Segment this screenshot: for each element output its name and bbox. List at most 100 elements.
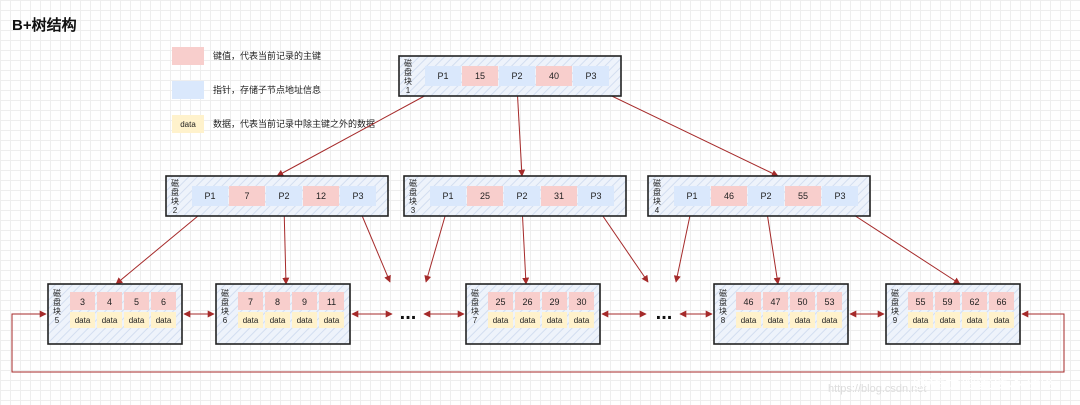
data-cell-label: data xyxy=(520,316,536,325)
data-cell xyxy=(97,312,122,328)
data-cell xyxy=(736,312,761,328)
data-cell-label: data xyxy=(574,316,590,325)
ellipsis-left: ... xyxy=(400,302,417,324)
key-cell xyxy=(542,292,567,310)
block-label-char: 盘 xyxy=(221,297,229,307)
block-label-char: 磁 xyxy=(221,288,229,298)
pointer-cell xyxy=(340,186,376,206)
pointer-cell xyxy=(430,186,466,206)
block-label-char: 盘 xyxy=(404,67,412,77)
key-cell xyxy=(785,186,821,206)
pointer-cell-label: P1 xyxy=(437,71,448,81)
legend: 键值，代表当前记录的主键 指针，存储子节点地址信息 data 数据，代表当前记录… xyxy=(172,47,375,133)
key-cell xyxy=(292,292,317,310)
key-cell xyxy=(467,186,503,206)
key-cell xyxy=(569,292,594,310)
key-cell-label: 55 xyxy=(798,191,808,201)
diagram-title: B+树结构 xyxy=(12,16,77,34)
key-cell xyxy=(515,292,540,310)
key-cell-label: 6 xyxy=(161,297,166,307)
edge-n3-p3 xyxy=(595,205,649,283)
data-cell-label: data xyxy=(324,316,340,325)
data-cell xyxy=(763,312,788,328)
key-cell-label: 31 xyxy=(554,191,564,201)
pointer-cell xyxy=(573,66,609,86)
legend-data-label: data xyxy=(180,120,196,129)
edge-n3-p1 xyxy=(424,205,449,283)
block-label-char: 块 xyxy=(719,306,727,316)
edge-n2-p3 xyxy=(357,205,391,283)
block-label-char: 块 xyxy=(653,196,661,206)
data-cell-label: data xyxy=(741,316,757,325)
data-cell-label: data xyxy=(243,316,259,325)
pointer-cell xyxy=(499,66,535,86)
pointer-cell-label: P3 xyxy=(352,191,363,201)
block-label-char: 盘 xyxy=(653,187,661,197)
edge-root-p1 xyxy=(276,85,444,177)
data-cell-label: data xyxy=(994,316,1010,325)
pointer-cell-label: P1 xyxy=(686,191,697,201)
data-cell xyxy=(790,312,815,328)
edge-n4-p2 xyxy=(765,205,781,285)
block-label-char: 块 xyxy=(404,76,412,86)
pointer-cell-label: P2 xyxy=(760,191,771,201)
edge-n4-p1 xyxy=(673,205,693,283)
key-cell xyxy=(536,66,572,86)
block-label-char: 盘 xyxy=(409,187,417,197)
ellipsis-right: ... xyxy=(656,302,673,324)
pointer-cell xyxy=(425,66,461,86)
pointer-cell-label: P3 xyxy=(590,191,601,201)
data-cell-label: data xyxy=(768,316,784,325)
data-cell xyxy=(70,312,95,328)
key-cell-label: 50 xyxy=(797,297,807,307)
key-cell-label: 12 xyxy=(316,191,326,201)
edge-root-p3 xyxy=(590,85,779,177)
block-label-char: 磁 xyxy=(471,288,479,298)
pointer-cell-label: P3 xyxy=(834,191,845,201)
key-cell xyxy=(124,292,149,310)
key-cell-label: 4 xyxy=(107,297,112,307)
key-cell-label: 11 xyxy=(327,297,336,307)
key-cell xyxy=(319,292,344,310)
pointer-cell-label: P2 xyxy=(516,191,527,201)
block-number: 6 xyxy=(223,316,228,325)
watermark-url: https://blog.csdn.net xyxy=(828,383,926,395)
data-cell-label: data xyxy=(129,316,145,325)
pointer-cell xyxy=(192,186,228,206)
edge-root-p2 xyxy=(516,85,526,177)
data-cell-label: data xyxy=(156,316,172,325)
key-cell xyxy=(265,292,290,310)
data-cell-label: data xyxy=(967,316,983,325)
block-label-char: 磁 xyxy=(653,178,661,188)
block-label-char: 磁 xyxy=(891,288,899,298)
watermark: @稀土掘金技术社区 xyxy=(912,374,1056,392)
key-cell-label: 7 xyxy=(244,191,249,201)
data-cell xyxy=(569,312,594,328)
pointer-cell xyxy=(504,186,540,206)
key-cell-label: 30 xyxy=(576,297,586,307)
pointer-cell-label: P2 xyxy=(511,71,522,81)
key-cell-label: 47 xyxy=(770,297,780,307)
key-cell-label: 62 xyxy=(969,297,979,307)
legend-pointer-swatch xyxy=(172,81,204,99)
data-cell-label: data xyxy=(940,316,956,325)
key-cell-label: 25 xyxy=(480,191,490,201)
key-cell xyxy=(908,292,933,310)
legend-key-text: 键值，代表当前记录的主键 xyxy=(213,50,321,61)
block-number: 7 xyxy=(473,316,478,325)
data-cell xyxy=(989,312,1014,328)
block-label-char: 磁 xyxy=(409,178,417,188)
pointer-cell-label: P1 xyxy=(442,191,453,201)
data-cell xyxy=(319,312,344,328)
key-cell xyxy=(790,292,815,310)
data-cell xyxy=(908,312,933,328)
key-cell-label: 8 xyxy=(275,297,280,307)
key-cell xyxy=(238,292,263,310)
